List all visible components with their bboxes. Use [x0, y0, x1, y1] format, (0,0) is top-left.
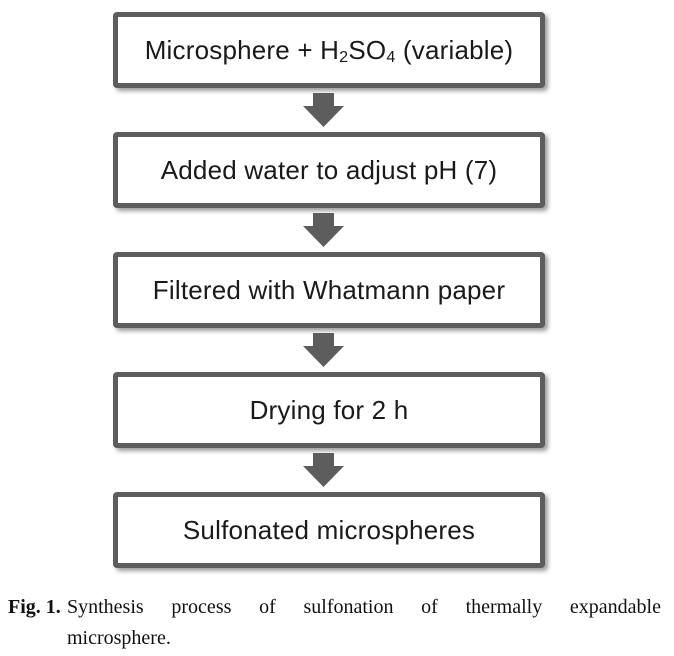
flow-step-drying: Drying for 2 h	[113, 372, 545, 448]
flow-connector	[113, 88, 545, 132]
flow-step-adjust-ph: Added water to adjust pH (7)	[113, 132, 545, 208]
down-arrow-icon	[302, 333, 344, 367]
caption-line: microsphere.	[67, 627, 171, 649]
step-text: (variable)	[395, 34, 514, 65]
step-label: Microsphere + H2SO4 (variable)	[145, 35, 514, 66]
down-arrow-icon	[302, 453, 344, 487]
caption-line: Synthesis process of sulfonation of ther…	[67, 596, 661, 618]
subscript-4: 4	[386, 48, 396, 67]
flow-step-filtered: Filtered with Whatmann paper	[113, 252, 545, 328]
step-text: SO	[348, 34, 387, 65]
flow-step-sulfonated: Sulfonated microspheres	[113, 492, 545, 568]
step-label: Drying for 2 h	[249, 394, 409, 425]
flow-connector	[113, 448, 545, 492]
flow-connector	[113, 208, 545, 252]
step-label: Added water to adjust pH (7)	[160, 154, 498, 185]
down-arrow-icon	[302, 213, 344, 247]
down-arrow-icon	[302, 93, 344, 127]
step-text: Microsphere + H	[144, 34, 340, 65]
figure-caption: Fig. 1. Synthesis process of sulfonation…	[8, 592, 664, 654]
step-label: Filtered with Whatmann paper	[152, 274, 506, 305]
flowchart: Microsphere + H2SO4 (variable) Added wat…	[113, 12, 545, 568]
step-label: Sulfonated microspheres	[182, 514, 476, 545]
flow-step-microsphere-h2so4: Microsphere + H2SO4 (variable)	[113, 12, 545, 88]
caption-text: Synthesis process of sulfonation of ther…	[67, 592, 661, 654]
subscript-2: 2	[339, 48, 349, 67]
flow-connector	[113, 328, 545, 372]
figure-number-label: Fig. 1.	[8, 596, 61, 618]
